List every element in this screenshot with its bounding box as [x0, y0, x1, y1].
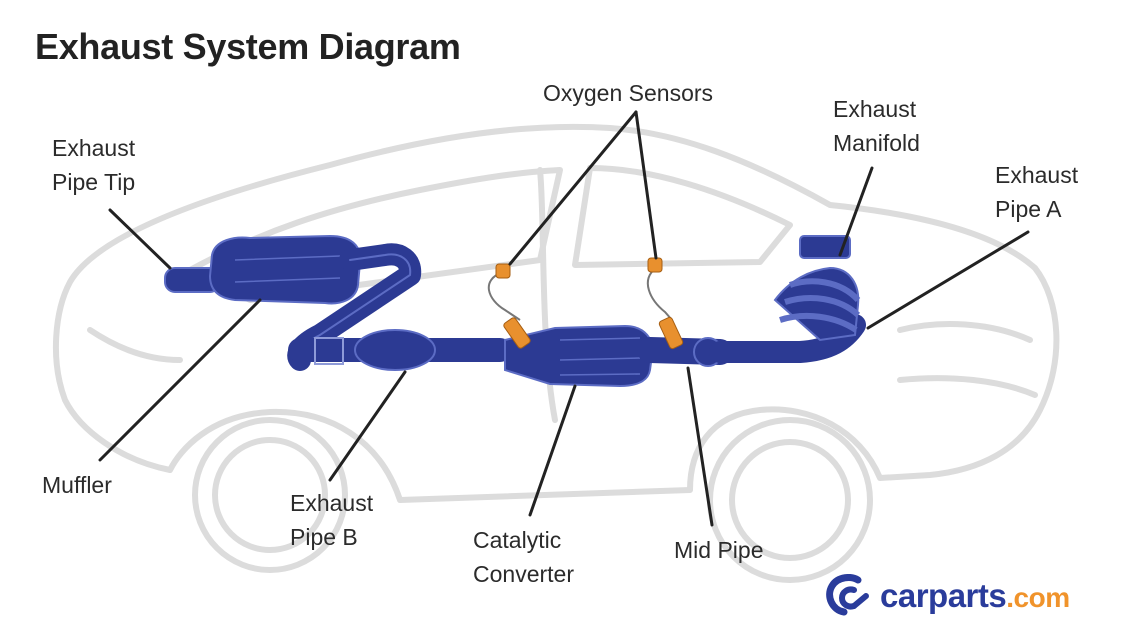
oxygen-sensors-shape	[487, 257, 684, 350]
brand-name: carparts	[880, 577, 1007, 614]
label-mid-pipe-text: Mid Pipe	[674, 537, 764, 563]
brand-logo[interactable]: carparts.com	[824, 572, 1070, 620]
label-exhaust-pipe-a: Exhaust Pipe A	[995, 158, 1078, 226]
label-exhaust-manifold-line2: Manifold	[833, 130, 920, 156]
brand-wordmark: carparts.com	[880, 577, 1070, 615]
label-exhaust-pipe-b-line1: Exhaust	[290, 490, 374, 516]
muffler-shape	[208, 234, 362, 305]
leader-muffler	[98, 298, 262, 462]
label-exhaust-pipe-a-line2: Pipe A	[995, 196, 1062, 222]
label-muffler: Muffler	[42, 468, 112, 502]
leader-lines	[98, 110, 1030, 527]
leader-exhaust-pipe-b	[328, 370, 407, 482]
label-muffler-text: Muffler	[42, 472, 112, 498]
leader-oxygen-sensor-2	[634, 110, 658, 260]
label-exhaust-manifold: Exhaust Manifold	[833, 92, 920, 160]
label-mid-pipe: Mid Pipe	[674, 533, 763, 567]
label-catalytic-converter-line2: Converter	[473, 561, 574, 587]
leader-mid-pipe	[686, 366, 714, 527]
exhaust-system	[164, 234, 866, 388]
leader-exhaust-pipe-a	[866, 230, 1030, 330]
brand-tld: .com	[1006, 582, 1070, 613]
label-exhaust-pipe-tip-line1: Exhaust	[52, 135, 136, 161]
label-exhaust-pipe-tip-line2: Pipe Tip	[52, 169, 136, 195]
label-catalytic-converter: Catalytic Converter	[473, 523, 574, 591]
catalytic-converter-shape	[504, 324, 654, 388]
label-catalytic-converter-line1: Catalytic	[473, 527, 562, 553]
leader-oxygen-sensor-1	[508, 110, 638, 266]
label-oxygen-sensors-text: Oxygen Sensors	[543, 80, 714, 106]
leader-exhaust-manifold	[838, 166, 874, 257]
exhaust-manifold-shape	[773, 235, 861, 342]
label-exhaust-pipe-b-line2: Pipe B	[290, 524, 358, 550]
label-exhaust-pipe-a-line1: Exhaust	[995, 162, 1079, 188]
label-oxygen-sensors: Oxygen Sensors	[543, 76, 713, 110]
carparts-logo-icon	[826, 574, 869, 616]
label-exhaust-manifold-line1: Exhaust	[833, 96, 917, 122]
label-exhaust-pipe-tip: Exhaust Pipe Tip	[52, 131, 135, 199]
leader-exhaust-pipe-tip	[108, 208, 172, 270]
leader-catalytic-converter	[528, 384, 577, 517]
page-title: Exhaust System Diagram	[35, 26, 461, 67]
label-exhaust-pipe-b: Exhaust Pipe B	[290, 486, 373, 554]
